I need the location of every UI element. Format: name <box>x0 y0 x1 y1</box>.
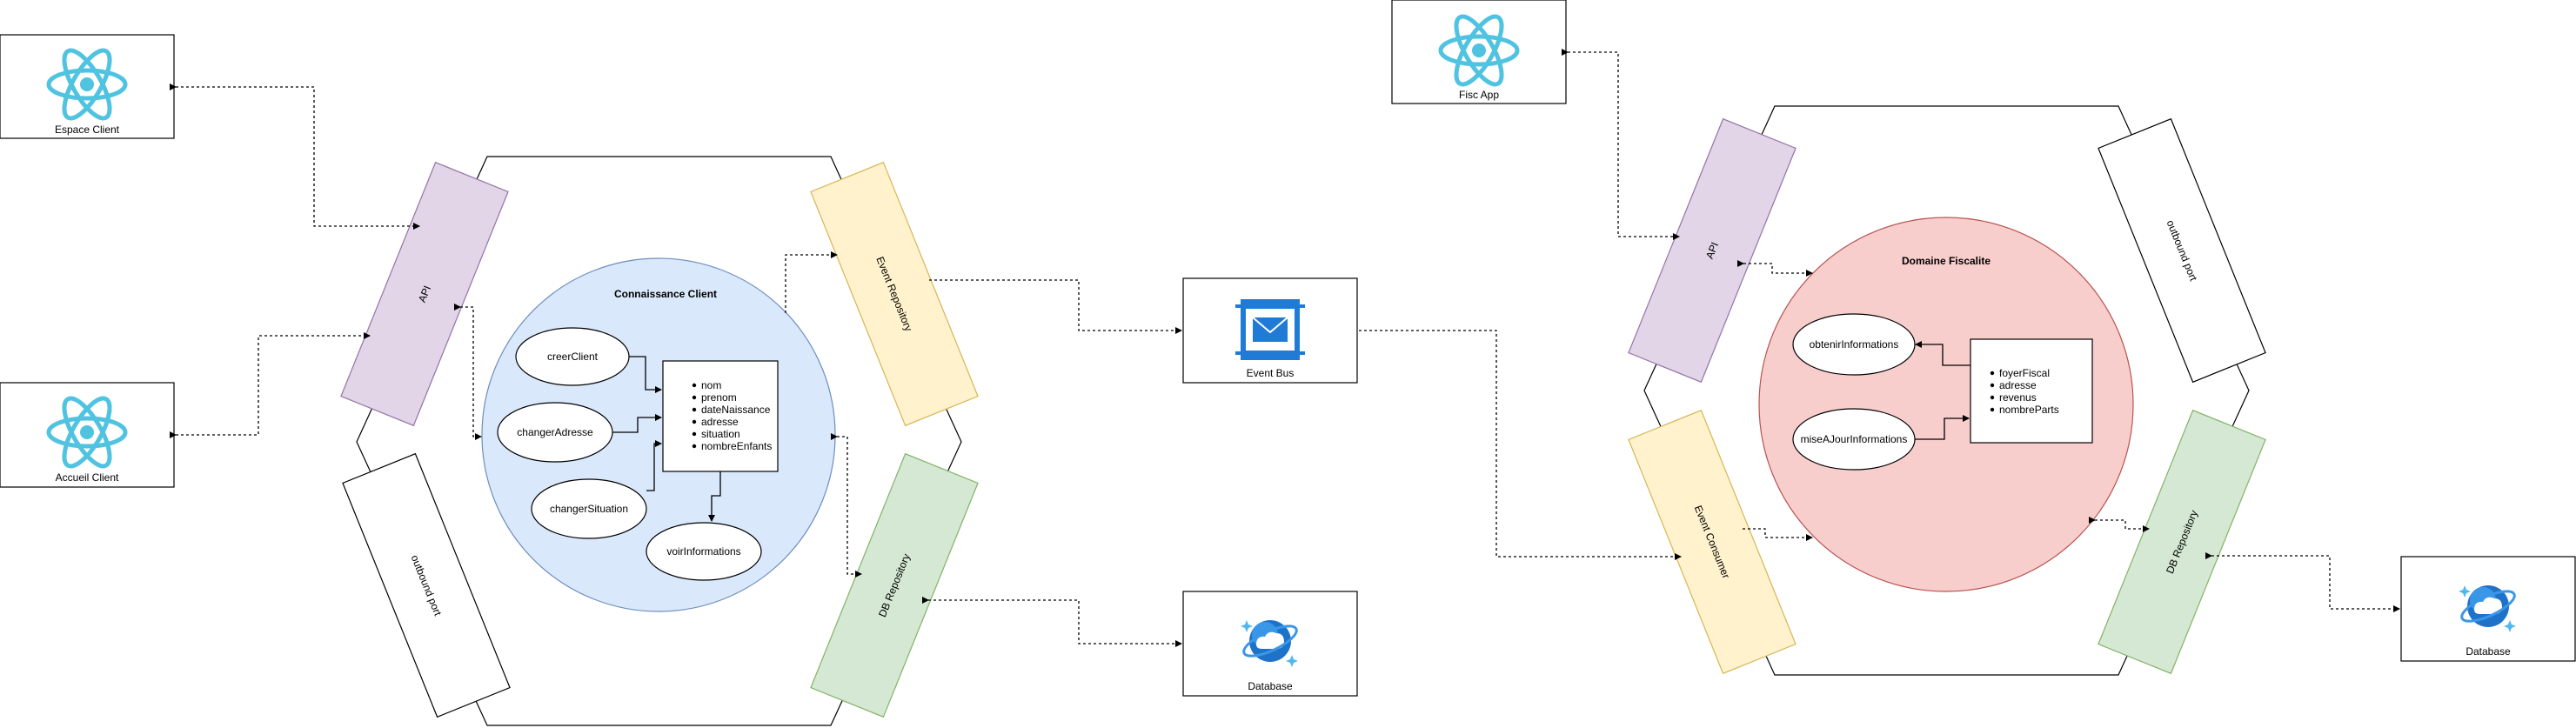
svg-text:voirInformations: voirInformations <box>666 545 740 558</box>
entity-field: revenus <box>1999 391 2037 404</box>
entity-field: foyerFiscal <box>1999 367 2050 379</box>
fisc-database[interactable]: Database <box>2400 556 2576 662</box>
svg-text:API: API <box>1703 240 1721 260</box>
mail-icon <box>1235 299 1305 360</box>
event-bus[interactable]: Event Bus <box>1182 277 1358 384</box>
bullet-icon <box>692 431 697 437</box>
action-mise-a-jour-informations[interactable]: miseAJourInformations <box>1792 408 1916 471</box>
entity-field: dateNaissance <box>701 404 771 416</box>
bullet-icon <box>692 395 697 400</box>
fisc-event-consumer-port[interactable]: Event Consumer <box>1628 409 1797 675</box>
entity-field: nombreParts <box>1999 404 2059 416</box>
action-obtenir-informations[interactable]: obtenirInformations <box>1792 313 1916 376</box>
client-domain-title: Connaissance Client <box>614 288 717 300</box>
svg-text:obtenirInformations: obtenirInformations <box>1810 338 1899 351</box>
svg-text:creerClient: creerClient <box>547 351 599 363</box>
entity-field: adresse <box>1999 379 2037 391</box>
fisc-domain-title: Domaine Fiscalite <box>1902 255 1991 267</box>
bullet-icon <box>1990 407 1995 412</box>
fisc-app-label: Fisc App <box>1459 89 1499 101</box>
connectors <box>170 49 2400 647</box>
espace-client-app[interactable]: Espace Client <box>0 34 175 139</box>
fisc-db-repository-port[interactable]: DB Repository <box>2098 409 2266 675</box>
client-db-repository-port[interactable]: DB Repository <box>810 452 979 718</box>
svg-text:API: API <box>416 284 433 304</box>
action-changer-situation[interactable]: changerSituation <box>531 478 647 539</box>
entity-field: nom <box>701 379 721 391</box>
espace-client-label: Espace Client <box>55 124 120 136</box>
accueil-client-app[interactable]: Accueil Client <box>0 382 175 488</box>
client-database-label: Database <box>1248 680 1293 692</box>
fisc-outbound-port[interactable]: outbound port <box>2098 117 2266 384</box>
entity-field: adresse <box>701 416 739 428</box>
svg-text:changerSituation: changerSituation <box>550 503 628 515</box>
bullet-icon <box>1990 371 1995 376</box>
bullet-icon <box>692 444 697 449</box>
event-bus-label: Event Bus <box>1247 367 1295 379</box>
bullet-icon <box>1990 383 1995 388</box>
fisc-database-label: Database <box>2466 645 2511 658</box>
client-outbound-port[interactable]: outbound port <box>342 452 511 718</box>
fisc-domain: Domaine Fiscalite <box>1758 217 2134 592</box>
bullet-icon <box>1990 395 1995 400</box>
action-voir-informations[interactable]: voirInformations <box>646 522 762 581</box>
svg-text:miseAJourInformations: miseAJourInformations <box>1801 433 1908 445</box>
action-changer-adresse[interactable]: changerAdresse <box>497 402 613 463</box>
svg-text:changerAdresse: changerAdresse <box>517 426 593 438</box>
entity-field: nombreEnfants <box>701 440 772 452</box>
bullet-icon <box>692 383 697 388</box>
bullet-icon <box>692 419 697 424</box>
action-creer-client[interactable]: creerClient <box>515 327 630 386</box>
entity-field: prenom <box>701 391 737 404</box>
bullet-icon <box>692 407 697 412</box>
accueil-client-label: Accueil Client <box>56 471 119 484</box>
entity-field: situation <box>701 428 740 440</box>
client-entity: nomprenomdateNaissanceadressesituationno… <box>662 360 779 472</box>
client-event-repository-port[interactable]: Event Repository <box>810 161 979 427</box>
fisc-app[interactable]: Fisc App <box>1391 0 1567 104</box>
client-database[interactable]: Database <box>1182 591 1358 697</box>
